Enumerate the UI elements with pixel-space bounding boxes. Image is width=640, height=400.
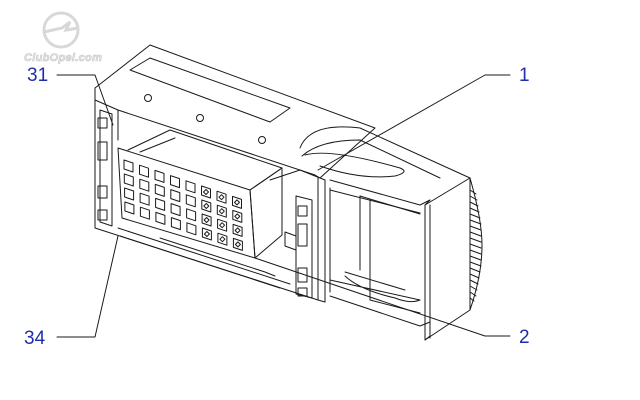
terminal-cavity (186, 222, 197, 236)
terminal-cavity (124, 187, 135, 201)
terminal-cavity (216, 204, 227, 218)
terminal-pin (218, 208, 225, 215)
terminal-cavity (123, 173, 134, 187)
terminal-cavity (170, 203, 181, 217)
terminal-cavity (139, 178, 150, 192)
terminal-pin (203, 217, 210, 223)
terminal-insert (117, 129, 321, 259)
terminal-cavity (154, 169, 165, 183)
leader-line-31 (56, 74, 114, 126)
terminal-cavity (139, 164, 149, 178)
terminal-pin (203, 231, 210, 237)
connector-housing (94, 44, 376, 303)
terminal-cavity (185, 180, 196, 194)
terminal-cavity (232, 223, 243, 237)
terminal-cavity (201, 227, 212, 241)
locking-slide (299, 126, 471, 327)
terminal-pin (203, 189, 209, 195)
leader-line-34 (56, 235, 119, 338)
leader-line-1 (317, 74, 511, 171)
leader-lines (56, 74, 511, 338)
terminal-cavity (170, 175, 180, 189)
terminal-cavity (201, 185, 211, 199)
watermark-text: ClubOpel.com (24, 52, 103, 65)
terminal-cavity (123, 159, 134, 173)
terminal-pin (234, 227, 241, 234)
terminal-cavity (232, 195, 242, 209)
callout-34: 34 (24, 328, 46, 349)
terminal-cavity (217, 218, 228, 232)
leader-line-2 (254, 257, 511, 337)
terminal-cavity (186, 208, 197, 222)
terminal-cavity (232, 209, 243, 223)
terminal-cavity (201, 213, 212, 227)
terminal-cavity (139, 192, 150, 206)
terminal-cavity (201, 199, 212, 213)
terminal-cavity (124, 201, 135, 215)
terminal-cavity (154, 183, 165, 197)
terminal-pin (203, 203, 210, 209)
terminal-cavity (185, 194, 196, 208)
terminal-cavity (232, 237, 243, 251)
terminal-cavity (170, 217, 181, 231)
callout-31: 31 (27, 65, 49, 86)
terminal-cavity (217, 232, 228, 246)
terminal-pin (234, 241, 241, 248)
terminal-pin (234, 199, 240, 206)
terminal-pin (219, 222, 226, 229)
terminal-pin (234, 213, 241, 220)
callout-1: 1 (519, 65, 530, 86)
terminal-cavity (170, 189, 181, 203)
terminal-pin (219, 236, 226, 243)
watermark-logo: ClubOpel.com (10, 8, 120, 66)
callout-2: 2 (519, 327, 530, 348)
terminal-cavity (216, 190, 227, 204)
end-cap (424, 177, 483, 341)
terminal-cavity (155, 211, 166, 225)
terminal-cavity (155, 197, 166, 211)
terminal-pin (218, 194, 225, 201)
opel-logo-icon (42, 11, 80, 49)
terminal-cavity (139, 206, 150, 220)
terminal-cavity-grid (123, 159, 243, 251)
